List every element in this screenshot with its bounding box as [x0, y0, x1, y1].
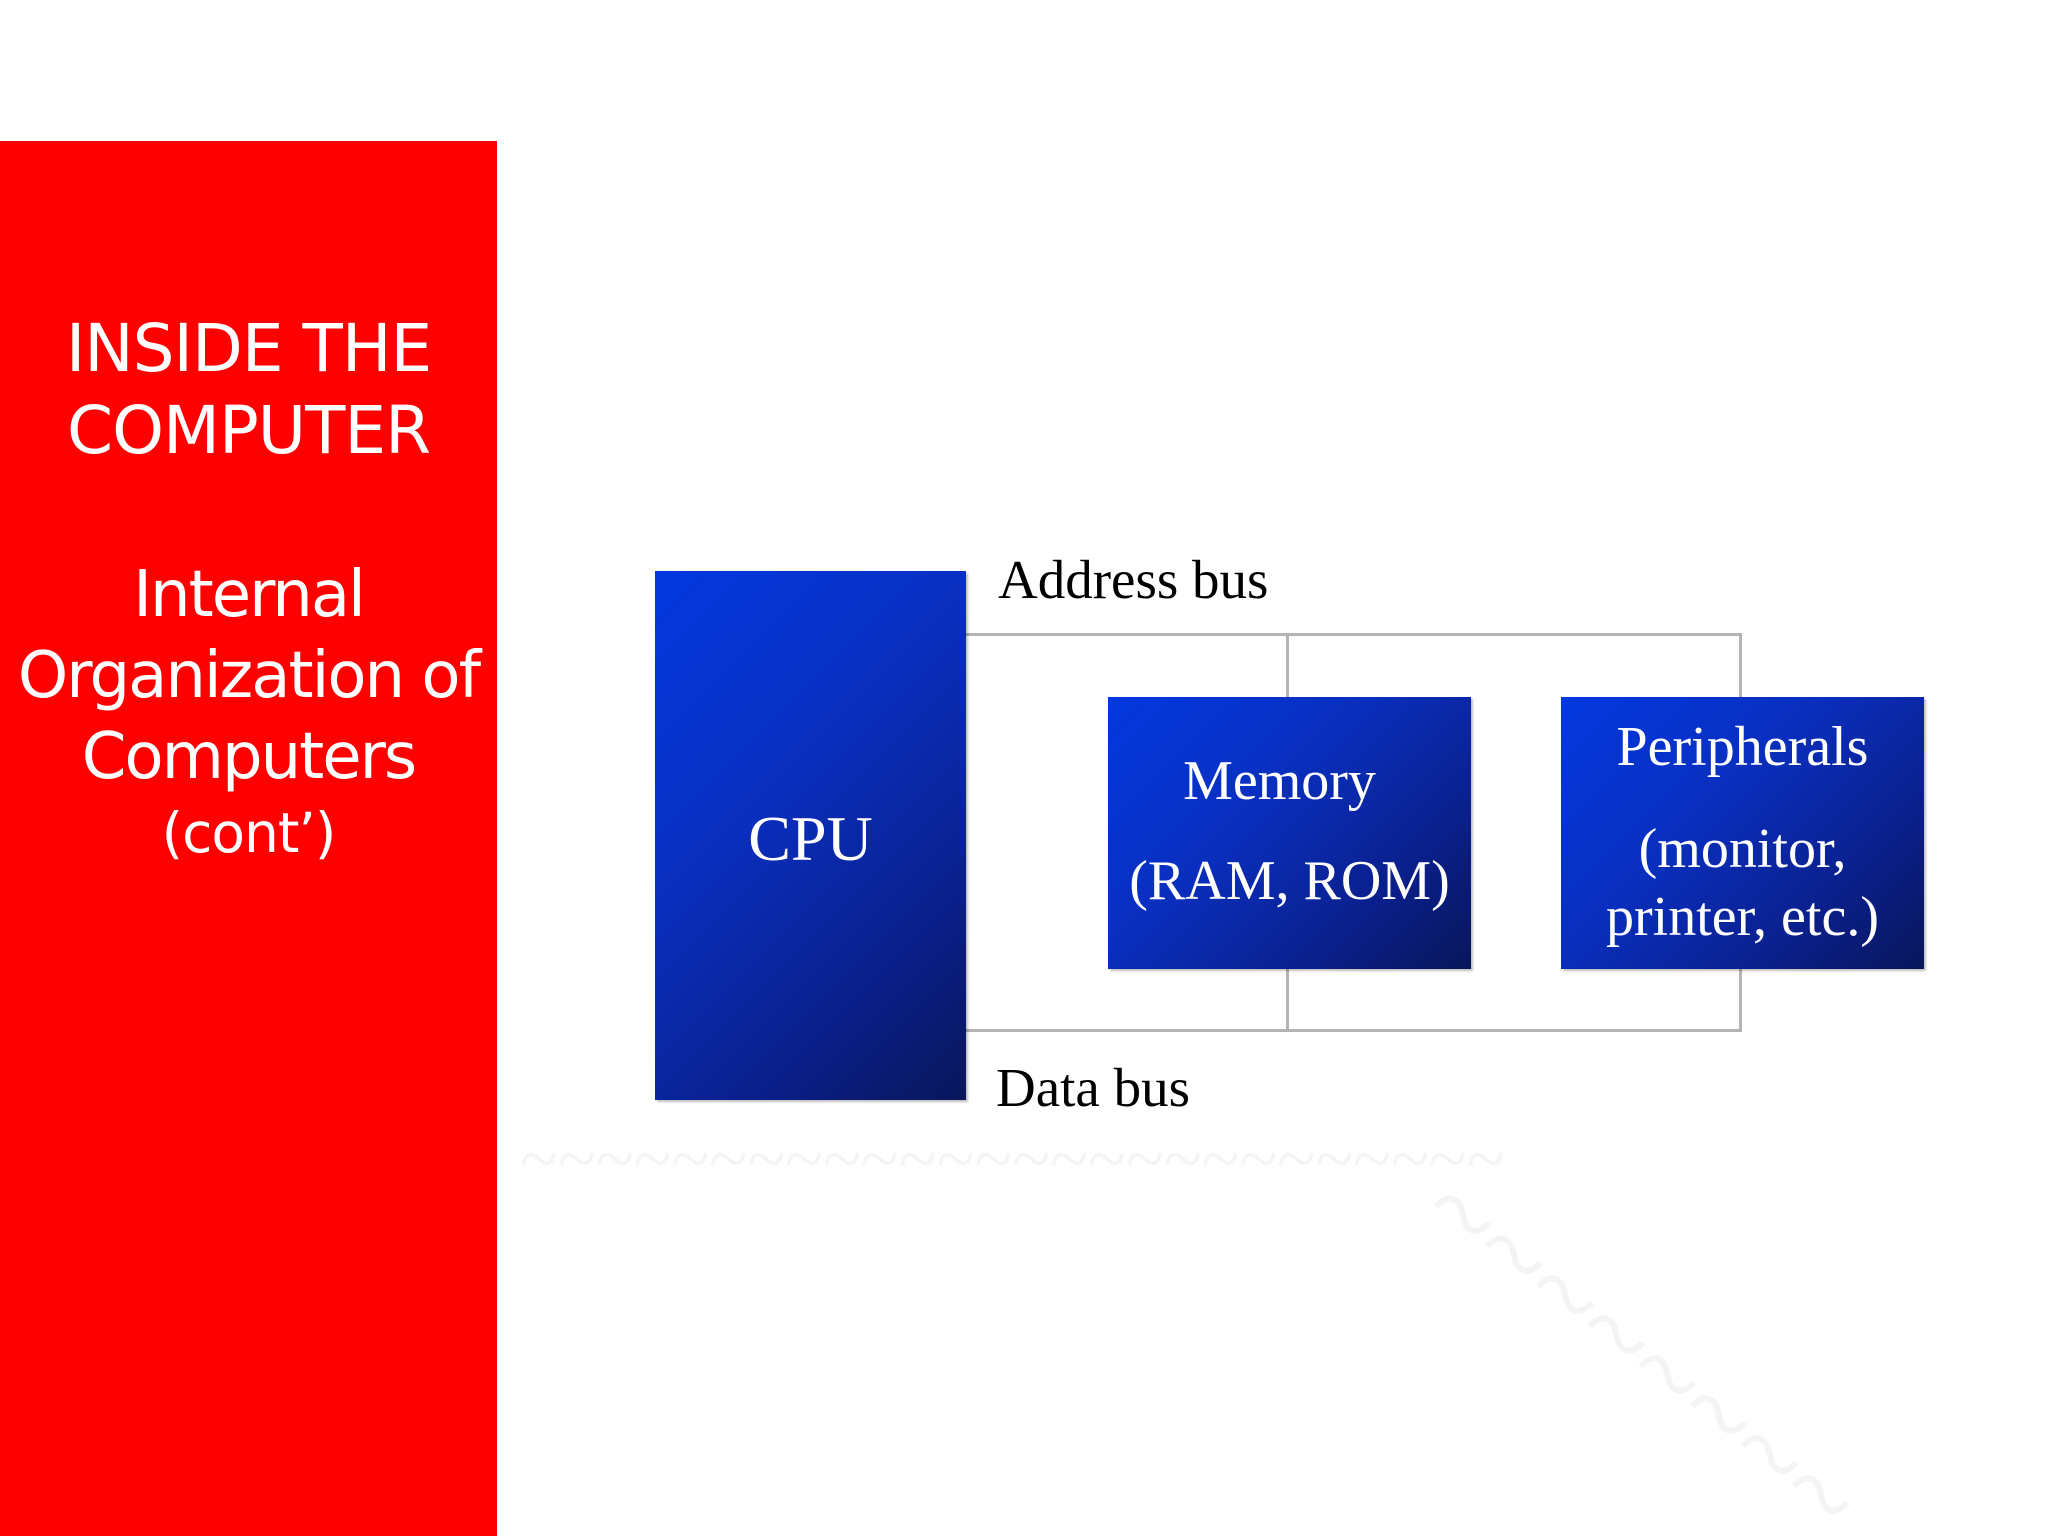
- data-bus-line: [966, 1029, 1742, 1032]
- memory-title: Memory: [1183, 750, 1376, 812]
- peripherals-title: Peripherals: [1616, 716, 1869, 778]
- title-line-1: INSIDE THE: [65, 310, 432, 387]
- watermark-pattern: ~~~~~~~~~~~~~~~~~~~~~~~~~~: [520, 1120, 1505, 1200]
- data-bus-rise-memory: [1286, 968, 1289, 1032]
- watermark-pattern-diagonal: ~~~~~~~~: [1395, 1140, 1889, 1536]
- memory-detail: (RAM, ROM): [1129, 850, 1450, 912]
- cpu-box: CPU: [655, 571, 966, 1100]
- sidebar-panel: [0, 141, 497, 1536]
- cpu-label: CPU: [748, 803, 873, 874]
- address-bus-line: [966, 633, 1742, 636]
- address-bus-label: Address bus: [998, 549, 1269, 610]
- data-bus-rise-peripherals: [1739, 968, 1742, 1032]
- subtitle-line-2: Organization of: [17, 639, 481, 713]
- subtitle-line-3: Computers: [81, 720, 418, 794]
- peripherals-box: Peripherals (monitor, printer, etc.): [1561, 697, 1924, 969]
- title-line-2: COMPUTER: [67, 392, 431, 469]
- subtitle-line-1: Internal: [133, 558, 366, 632]
- peripherals-detail-line-2: printer, etc.): [1606, 886, 1879, 948]
- cont-label: (cont’): [161, 801, 337, 865]
- peripherals-detail-line-1: (monitor,: [1638, 818, 1847, 880]
- address-bus-drop-peripherals: [1739, 633, 1742, 698]
- memory-box: Memory (RAM, ROM): [1108, 697, 1471, 969]
- data-bus-label: Data bus: [996, 1057, 1190, 1118]
- address-bus-drop-memory: [1286, 633, 1289, 698]
